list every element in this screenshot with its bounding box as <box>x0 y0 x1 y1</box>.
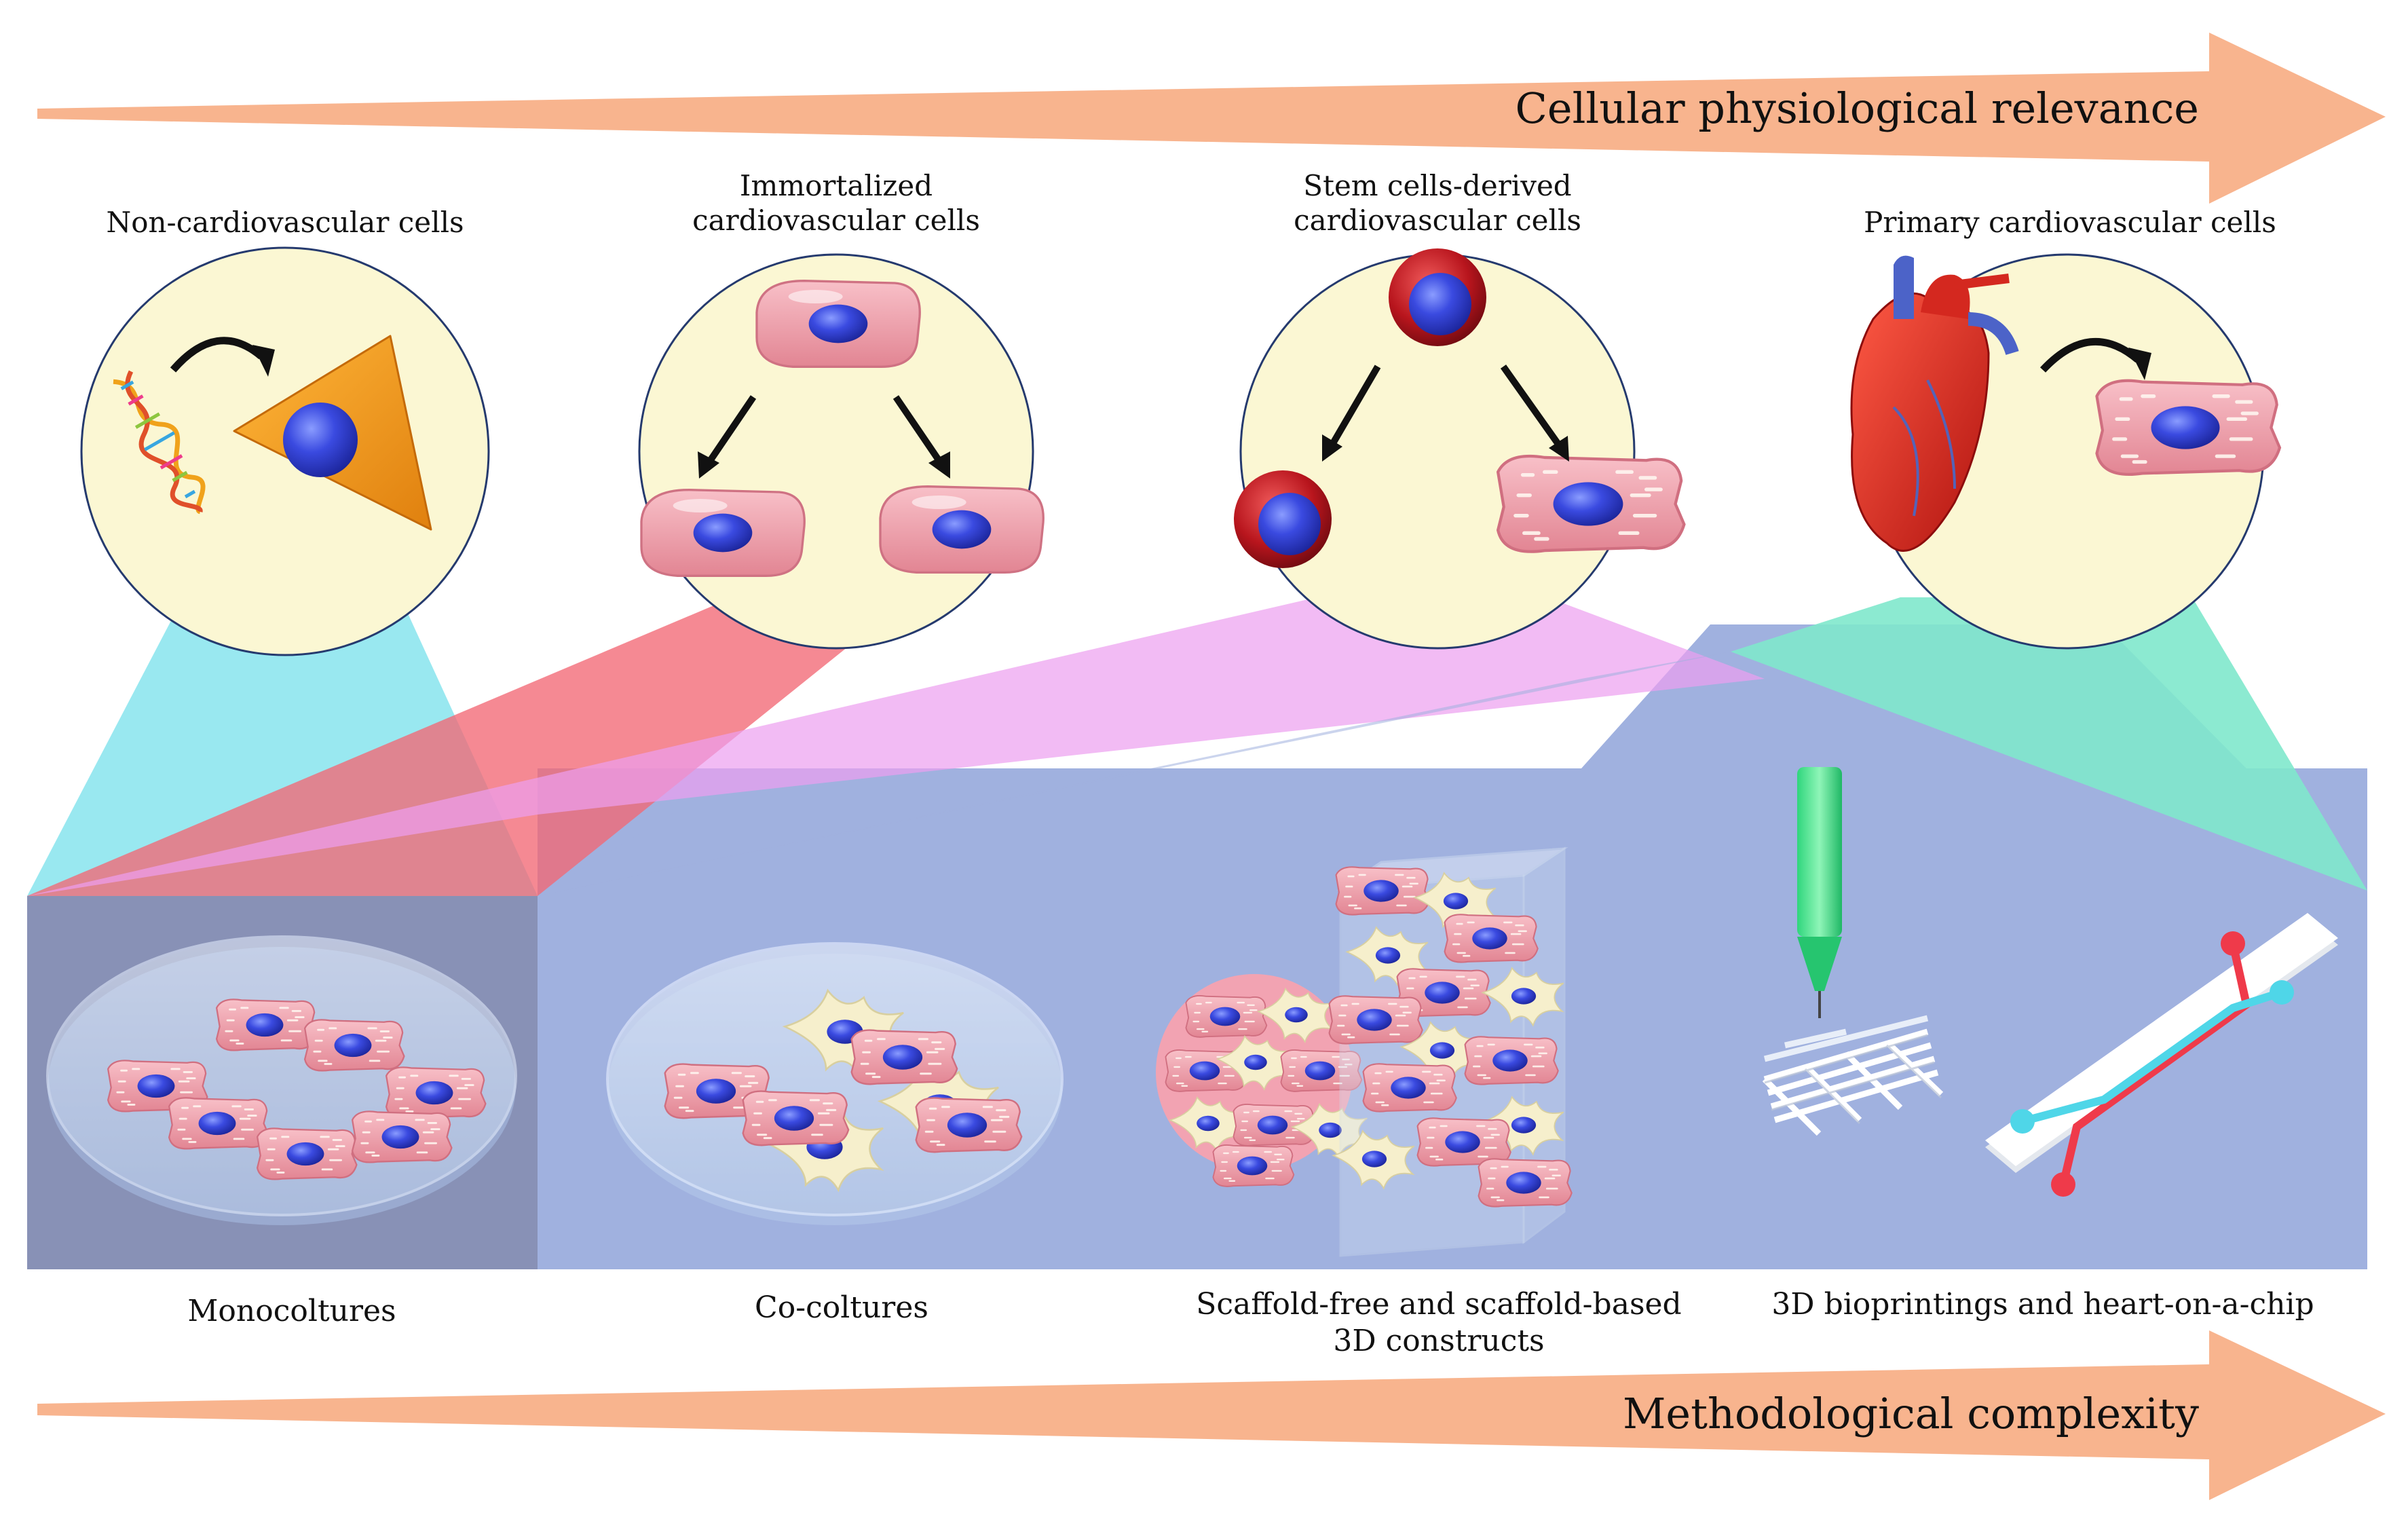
beam-green <box>1731 597 2367 891</box>
bottom-arrow-label: Methodological complexity <box>1622 1389 2199 1438</box>
cardiomyocyte-icon <box>915 1097 1023 1153</box>
cardiomyocyte-icon <box>850 1029 958 1085</box>
bioprinted-lattice-shade <box>1764 1034 1942 1125</box>
beam-magenta <box>27 597 1765 896</box>
immortalized-cell-icon <box>879 485 1045 574</box>
cell-type-label: Stem cells-derived cardiovascular cells <box>1294 169 1581 238</box>
method-label: 3D bioprintings and heart-on-a-chip <box>1771 1287 2314 1322</box>
stem-cell-icon <box>1234 470 1332 568</box>
curved-arrow-head <box>2128 348 2151 380</box>
immortalized-cell-icon <box>640 488 806 578</box>
top-arrow <box>37 33 2386 204</box>
curved-arrow-head <box>252 345 275 377</box>
spheroid-icon <box>1156 974 1368 1188</box>
cardiomyocyte-icon <box>1498 456 1684 552</box>
stem-cell-icon <box>1389 248 1486 346</box>
method-label: Scaffold-free and scaffold-based 3D cons… <box>1196 1287 1682 1358</box>
bioprinted-lattice-icon <box>1762 1015 1944 1136</box>
beam-overlap <box>538 652 1731 896</box>
beam-red <box>27 597 909 896</box>
arrow-icon <box>698 395 950 479</box>
arrow-icon <box>1322 365 1569 462</box>
cardiomyocyte-icon <box>256 1127 358 1180</box>
dna-icon <box>113 370 206 515</box>
cell-type-label: Primary cardiovascular cells <box>1864 206 2276 239</box>
cardiomyocyte-icon <box>168 1096 269 1150</box>
method-label: Co-coltures <box>755 1290 928 1325</box>
cardiomyocyte-icon <box>385 1066 487 1119</box>
heart-icon <box>1850 255 2019 552</box>
cell-type-label: Immortalized cardiovascular cells <box>692 169 980 238</box>
cardiomyocyte-icon <box>351 1110 453 1163</box>
curved-arrow-icon <box>2039 337 2141 373</box>
microfluidic-chip-icon <box>1985 913 2338 1197</box>
cardiomyocyte-icon <box>2096 381 2279 474</box>
bottom-arrow <box>37 1330 2386 1500</box>
cardiomyocyte-icon <box>303 1018 405 1072</box>
cardiomyocyte-icon <box>742 1090 850 1146</box>
cardiomyocyte-icon <box>215 998 317 1051</box>
scaffold-cube-icon <box>1328 846 1573 1257</box>
cell-type-label: Non-cardiovascular cells <box>106 206 464 239</box>
bioprinter-nozzle-icon <box>1797 767 1842 1018</box>
immortalized-cell-icon <box>755 279 921 369</box>
top-arrow-label: Cellular physiological relevance <box>1515 83 2199 133</box>
method-label: Monocoltures <box>187 1294 396 1328</box>
nucleus-icon <box>283 403 358 477</box>
curved-arrow-icon <box>170 337 264 373</box>
